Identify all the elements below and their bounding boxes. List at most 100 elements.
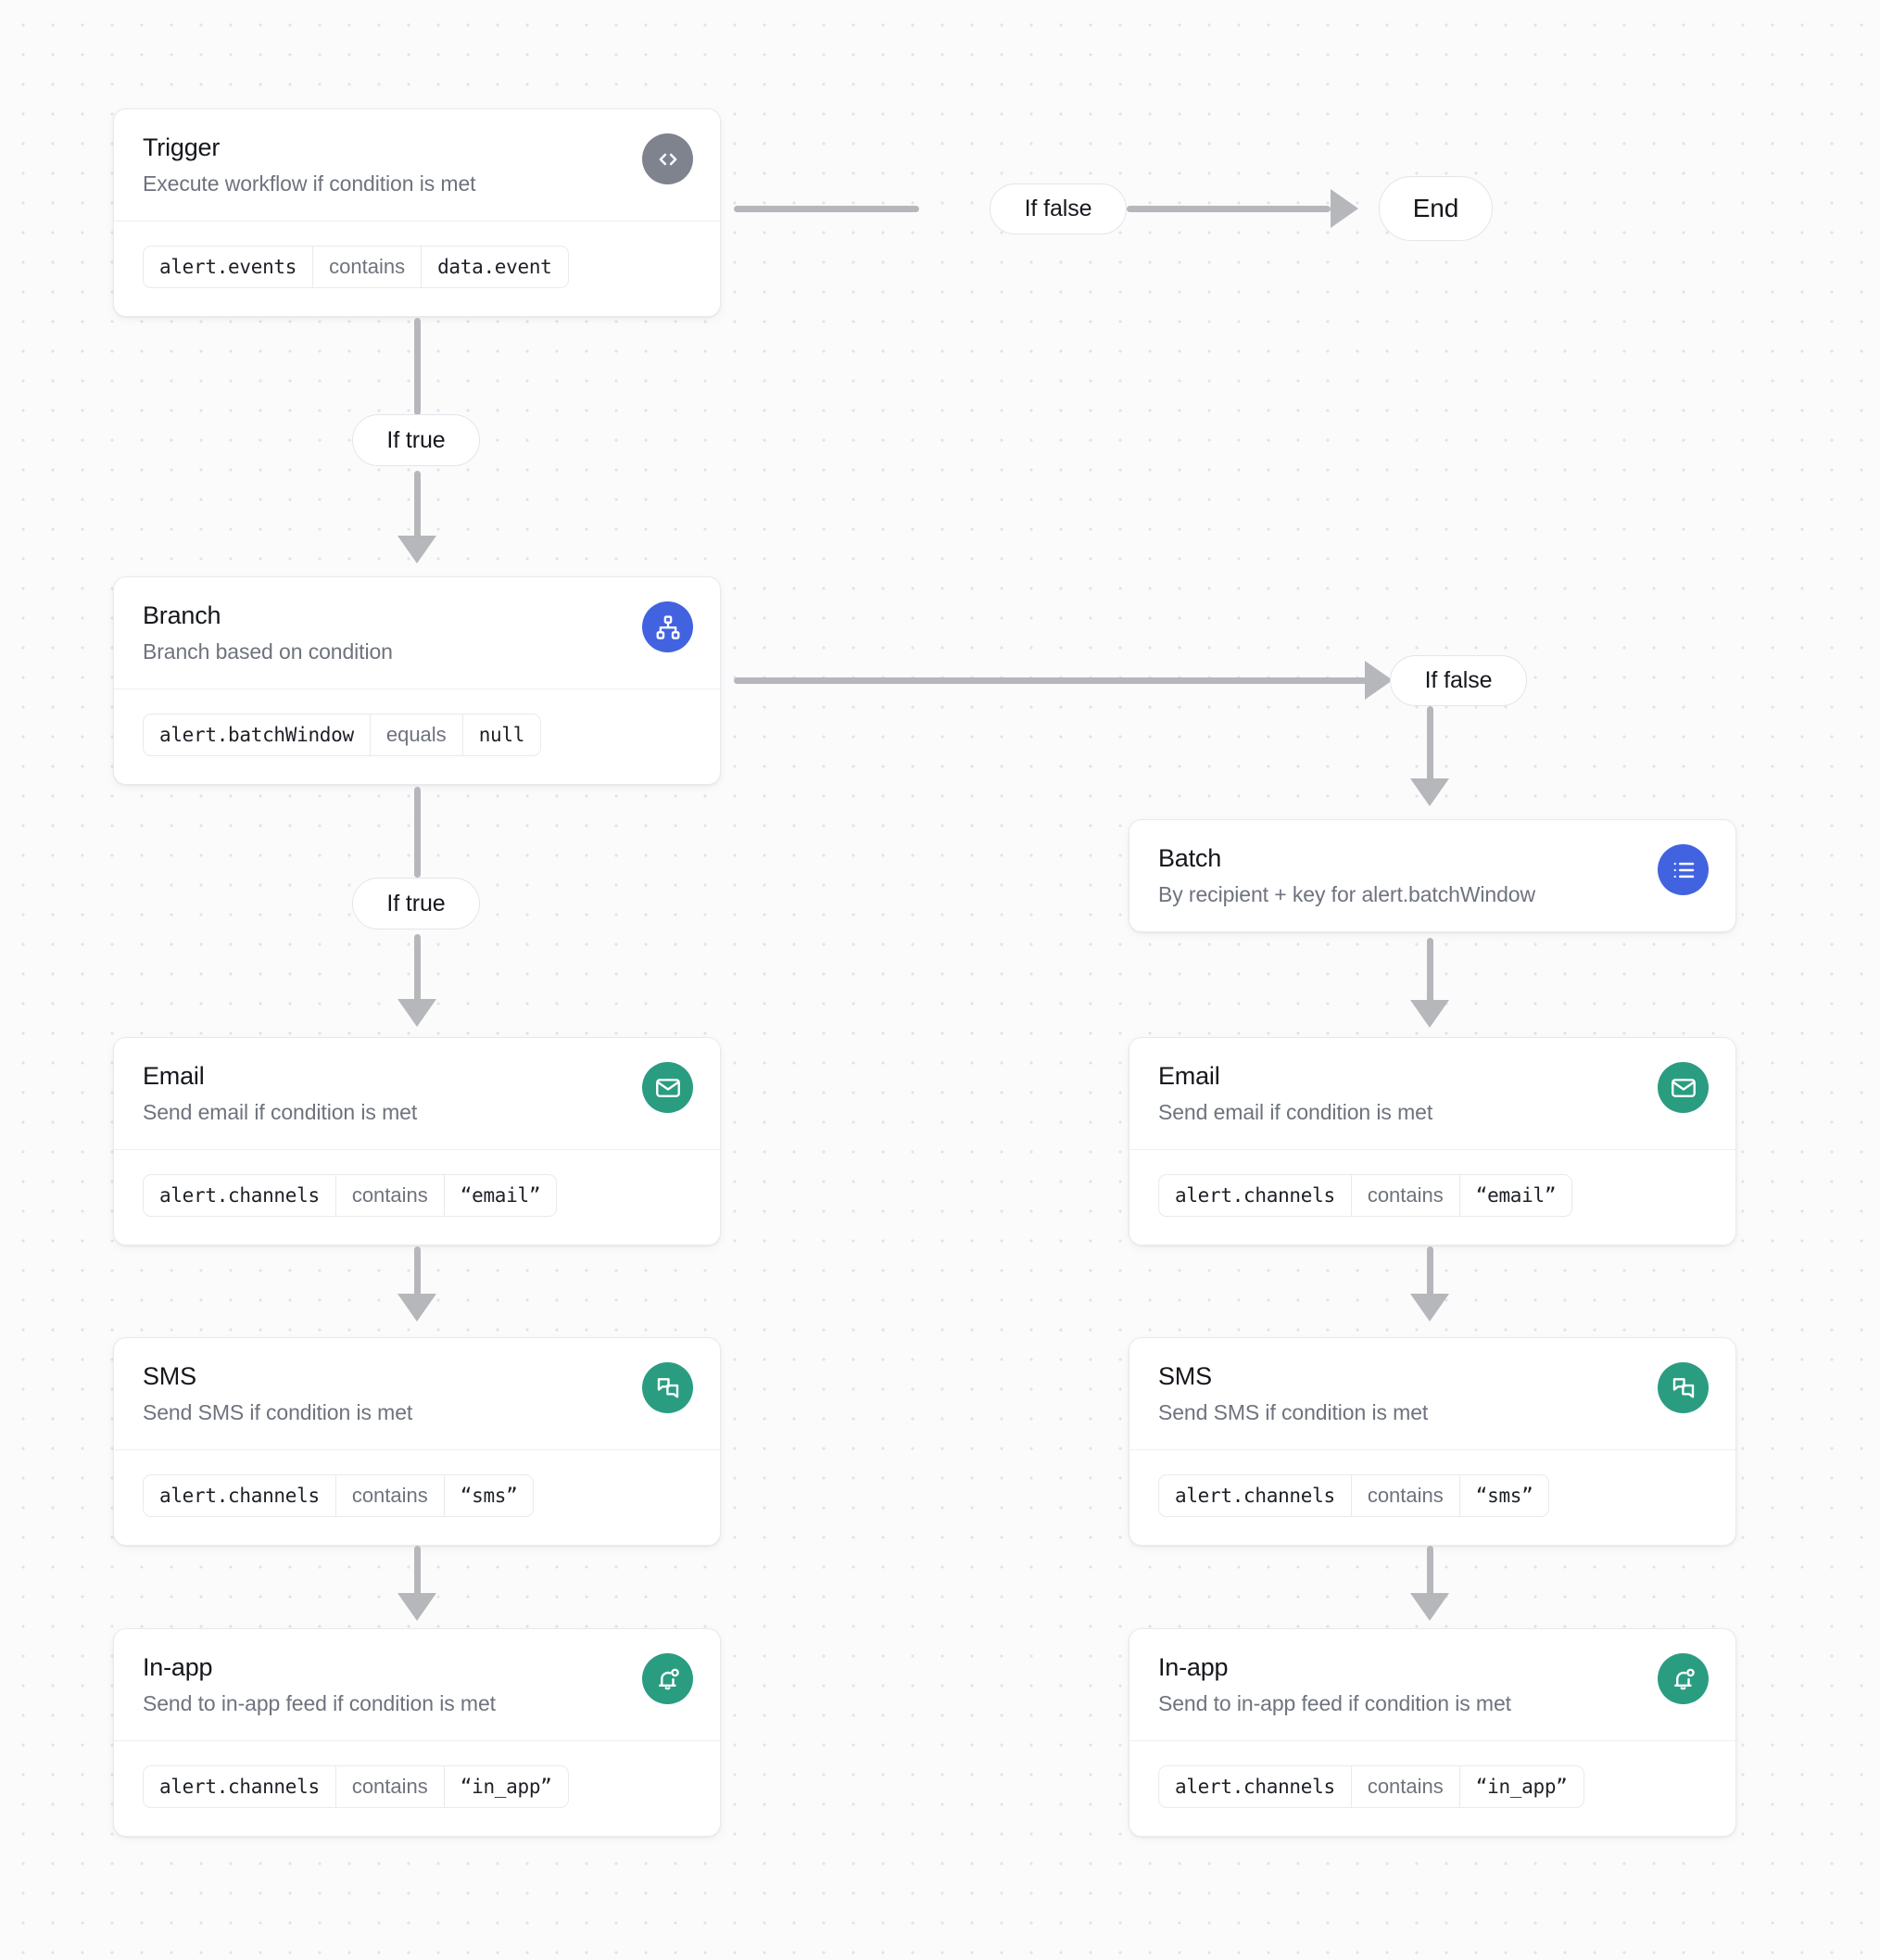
condition-value: “sms” xyxy=(460,1484,518,1507)
node-batch-header: Batch By recipient + key for alert.batch… xyxy=(1129,820,1735,931)
node-inapp-right-subtitle: Send to in-app feed if condition is met xyxy=(1158,1690,1511,1715)
node-inapp-left-condition[interactable]: alert.channels contains “in_app” xyxy=(114,1741,720,1836)
edge-batch-to-email-arrow xyxy=(1410,1000,1449,1028)
edge-label-trigger-false[interactable]: If false xyxy=(990,183,1127,234)
node-sms-left-header: SMS Send SMS if condition is met xyxy=(114,1338,720,1451)
edge-label-text: If false xyxy=(1424,667,1493,693)
node-email-left-condition[interactable]: alert.channels contains “email” xyxy=(114,1150,720,1245)
chat-bubbles-icon xyxy=(642,1362,693,1413)
bell-dot-icon xyxy=(1658,1653,1709,1704)
node-end-label: End xyxy=(1412,194,1459,222)
edge-trigger-true-arrow xyxy=(397,536,436,563)
edge-email-to-sms-line-left xyxy=(414,1246,421,1300)
envelope-icon xyxy=(1658,1062,1709,1113)
condition-operator: contains xyxy=(312,247,423,288)
node-email-left-subtitle: Send email if condition is met xyxy=(143,1099,418,1124)
edge-branch-true-line-bottom xyxy=(414,934,421,1004)
condition-operator: contains xyxy=(334,1175,445,1217)
node-email-right-title: Email xyxy=(1158,1062,1220,1090)
node-sms-left-subtitle: Send SMS if condition is met xyxy=(143,1399,413,1424)
condition-value: “in_app” xyxy=(1475,1775,1568,1798)
condition-value: “email” xyxy=(460,1183,541,1207)
condition-field: alert.channels xyxy=(159,1183,320,1207)
condition-value: null xyxy=(478,723,525,746)
node-trigger-condition[interactable]: alert.events contains data.event xyxy=(114,221,720,316)
condition-operator: contains xyxy=(1350,1175,1460,1217)
list-icon xyxy=(1658,844,1709,895)
edge-sms-to-inapp-line-right xyxy=(1427,1546,1433,1600)
node-sms-left[interactable]: SMS Send SMS if condition is met alert.c… xyxy=(113,1337,721,1547)
edge-label-text: If true xyxy=(386,426,446,453)
node-sms-right[interactable]: SMS Send SMS if condition is met alert.c… xyxy=(1129,1337,1736,1547)
node-email-right[interactable]: Email Send email if condition is met ale… xyxy=(1129,1037,1736,1246)
node-sms-left-condition[interactable]: alert.channels contains “sms” xyxy=(114,1450,720,1545)
edge-branch-false-arrow xyxy=(1365,661,1393,700)
node-email-left-header: Email Send email if condition is met xyxy=(114,1038,720,1151)
condition-operator: contains xyxy=(334,1475,445,1517)
condition-field: alert.channels xyxy=(1175,1484,1335,1507)
node-email-right-condition[interactable]: alert.channels contains “email” xyxy=(1129,1150,1735,1245)
edge-sms-to-inapp-arrow-left xyxy=(397,1593,436,1621)
node-email-right-header: Email Send email if condition is met xyxy=(1129,1038,1735,1151)
condition-field: alert.channels xyxy=(159,1775,320,1798)
condition-operator: contains xyxy=(334,1766,445,1808)
chat-bubbles-icon xyxy=(1658,1362,1709,1413)
node-email-left-title: Email xyxy=(143,1062,205,1090)
node-trigger-title: Trigger xyxy=(143,133,221,161)
node-branch-header: Branch Branch based on condition xyxy=(114,577,720,690)
node-email-left[interactable]: Email Send email if condition is met ale… xyxy=(113,1037,721,1246)
edge-branch-true-line-top xyxy=(414,787,421,878)
node-branch-title: Branch xyxy=(143,601,221,629)
edge-label-text: If true xyxy=(386,890,446,917)
node-batch[interactable]: Batch By recipient + key for alert.batch… xyxy=(1129,819,1736,933)
condition-value: data.event xyxy=(437,255,552,278)
condition-operator: contains xyxy=(1350,1475,1460,1517)
condition-value: “sms” xyxy=(1475,1484,1533,1507)
node-inapp-left[interactable]: In-app Send to in-app feed if condition … xyxy=(113,1628,721,1838)
node-inapp-left-subtitle: Send to in-app feed if condition is met xyxy=(143,1690,496,1715)
edge-label-branch-true[interactable]: If true xyxy=(352,878,480,929)
edge-email-to-sms-arrow-left xyxy=(397,1294,436,1321)
edge-label-text: If false xyxy=(1024,196,1092,221)
edge-batch-to-email-line xyxy=(1427,938,1433,1005)
edge-label-branch-false[interactable]: If false xyxy=(1390,655,1527,706)
node-inapp-right-title: In-app xyxy=(1158,1653,1229,1681)
edge-false-to-end-arrow xyxy=(1331,189,1358,228)
edge-branch-false-line xyxy=(734,677,1371,684)
node-trigger[interactable]: Trigger Execute workflow if condition is… xyxy=(113,108,721,318)
node-batch-title: Batch xyxy=(1158,844,1222,872)
edge-trigger-true-line-top xyxy=(414,318,421,415)
node-branch-subtitle: Branch based on condition xyxy=(143,639,393,664)
sitemap-icon xyxy=(642,601,693,652)
node-branch[interactable]: Branch Branch based on condition alert.b… xyxy=(113,576,721,786)
node-inapp-right[interactable]: In-app Send to in-app feed if condition … xyxy=(1129,1628,1736,1838)
node-branch-condition[interactable]: alert.batchWindow equals null xyxy=(114,689,720,784)
node-sms-right-condition[interactable]: alert.channels contains “sms” xyxy=(1129,1450,1735,1545)
edge-trigger-true-line-bottom xyxy=(414,471,421,540)
edge-branch-false-arrow-down xyxy=(1410,778,1449,806)
node-sms-right-title: SMS xyxy=(1158,1362,1212,1390)
edge-label-trigger-true[interactable]: If true xyxy=(352,414,480,466)
edge-email-to-sms-line-right xyxy=(1427,1246,1433,1300)
code-icon xyxy=(642,133,693,184)
node-trigger-subtitle: Execute workflow if condition is met xyxy=(143,171,476,196)
edge-branch-true-arrow xyxy=(397,999,436,1027)
edge-sms-to-inapp-line-left xyxy=(414,1546,421,1600)
edge-email-to-sms-arrow-right xyxy=(1410,1294,1449,1321)
condition-field: alert.events xyxy=(159,255,297,278)
node-sms-right-header: SMS Send SMS if condition is met xyxy=(1129,1338,1735,1451)
condition-field: alert.channels xyxy=(159,1484,320,1507)
node-trigger-header: Trigger Execute workflow if condition is… xyxy=(114,109,720,222)
edge-trigger-false-line xyxy=(734,206,919,212)
edge-false-to-end-line xyxy=(1127,206,1331,212)
condition-field: alert.channels xyxy=(1175,1775,1335,1798)
node-end[interactable]: End xyxy=(1379,176,1493,241)
condition-field: alert.channels xyxy=(1175,1183,1335,1207)
node-inapp-right-header: In-app Send to in-app feed if condition … xyxy=(1129,1629,1735,1742)
node-batch-subtitle: By recipient + key for alert.batchWindow xyxy=(1158,881,1535,906)
bell-dot-icon xyxy=(642,1653,693,1704)
node-inapp-right-condition[interactable]: alert.channels contains “in_app” xyxy=(1129,1741,1735,1836)
condition-value: “email” xyxy=(1475,1183,1557,1207)
node-inapp-left-title: In-app xyxy=(143,1653,213,1681)
